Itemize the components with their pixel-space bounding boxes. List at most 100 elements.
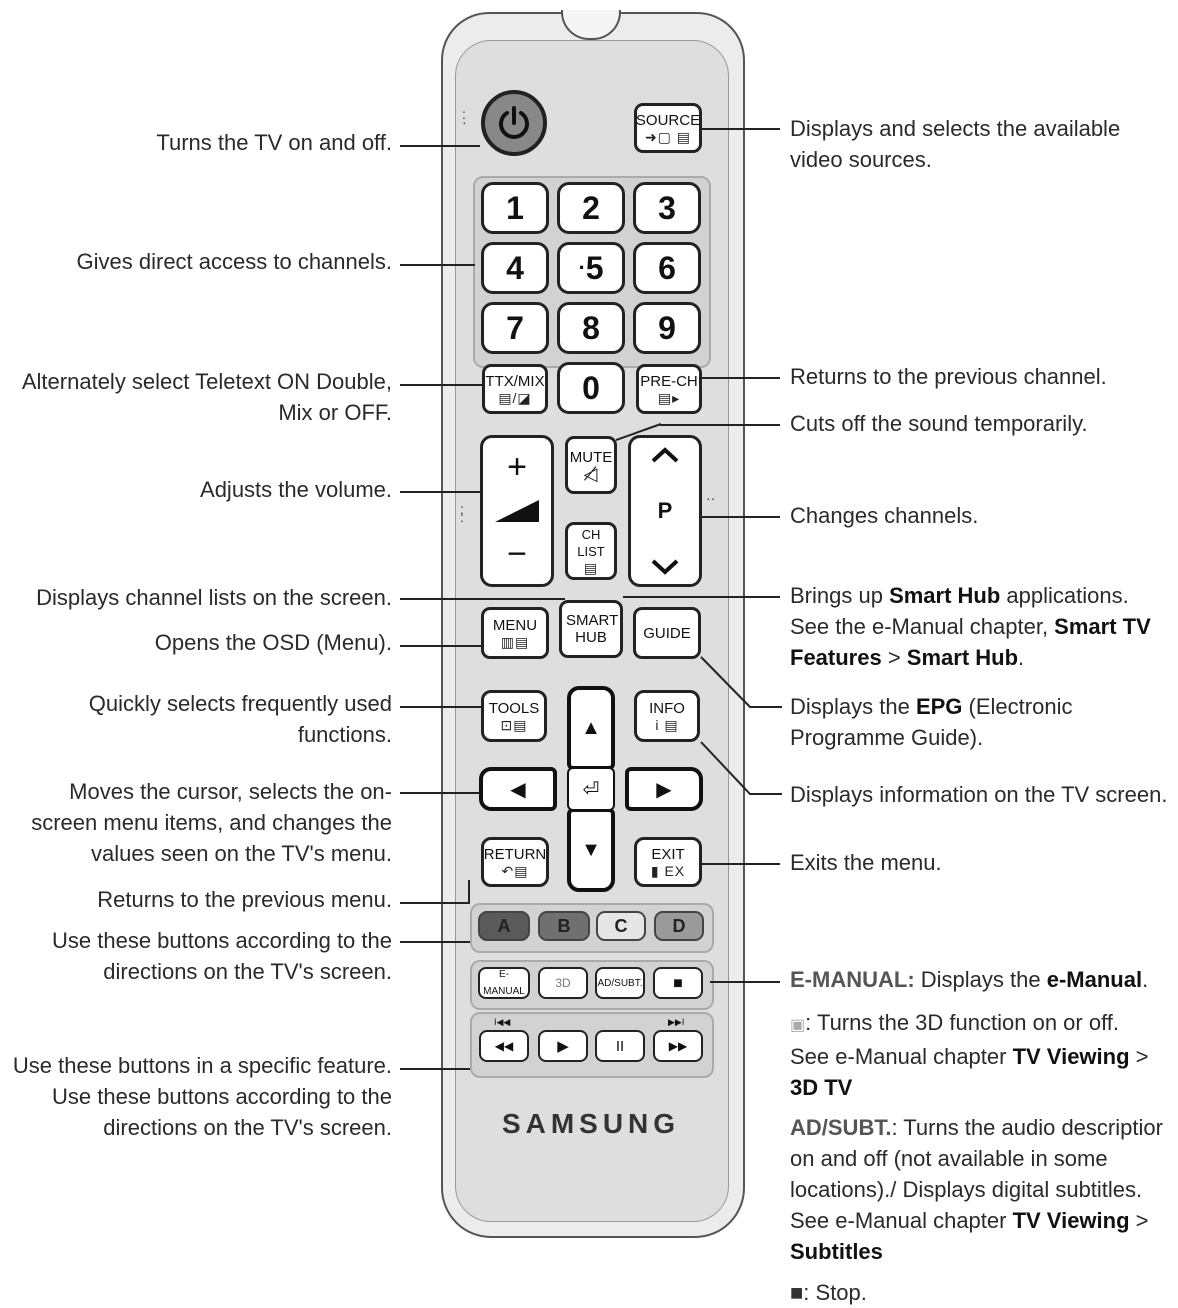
- channel-down-icon[interactable]: [650, 558, 680, 576]
- channel-up-icon[interactable]: [650, 446, 680, 464]
- smart-hub-button[interactable]: SMART HUB: [559, 600, 623, 658]
- 3d-button[interactable]: 3D: [538, 967, 588, 999]
- pause-button[interactable]: II: [595, 1030, 645, 1062]
- number-4-button[interactable]: 4: [481, 242, 549, 294]
- leader-line: [702, 516, 780, 518]
- leader-line: [400, 145, 480, 147]
- label-cursor: Moves the cursor, selects the on- screen…: [31, 779, 392, 866]
- label-prech: Returns to the previous channel.: [790, 364, 1107, 389]
- return-button[interactable]: RETURN ↶▤: [481, 837, 549, 887]
- stop-button[interactable]: ■: [653, 967, 703, 999]
- nav-left-button[interactable]: ◀: [479, 767, 557, 811]
- leader-line: [702, 377, 780, 379]
- label-e-manual: E-MANUAL: Displays the e-Manual.: [790, 967, 1149, 992]
- nav-enter-button[interactable]: ⏎: [567, 767, 615, 811]
- menu-button[interactable]: MENU ▥▤: [481, 607, 549, 659]
- label-ttx: Alternately select Teletext ON Double, M…: [21, 369, 392, 425]
- braille-dots: ··: [706, 490, 716, 506]
- play-button[interactable]: ▶: [538, 1030, 588, 1062]
- return-icon: ↶▤: [501, 862, 529, 879]
- nav-up-button[interactable]: ▲: [567, 686, 615, 770]
- label-epg: Displays the EPG (Electronic Programme G…: [790, 694, 1073, 750]
- label-smart-hub: Brings up Smart Hub applications. See th…: [790, 583, 1151, 670]
- volume-icon: [495, 500, 539, 522]
- info-button[interactable]: INFO i ▤: [634, 690, 700, 742]
- source-button[interactable]: SOURCE ➜▢ ▤: [634, 103, 702, 153]
- leader-line: [400, 598, 565, 600]
- leader-line: [400, 706, 481, 708]
- leader-line: [400, 792, 479, 794]
- exit-button[interactable]: EXIT ▮ EX: [634, 837, 702, 887]
- number-3-button[interactable]: 3: [633, 182, 701, 234]
- leader-line: [700, 656, 782, 708]
- number-7-button[interactable]: 7: [481, 302, 549, 354]
- ttx-mix-button[interactable]: TTX/MIX ▤/◪: [482, 364, 548, 414]
- pre-ch-button[interactable]: PRE-CH ▤▸: [636, 364, 702, 414]
- label-exit: Exits the menu.: [790, 850, 942, 875]
- power-icon: [499, 106, 529, 139]
- ad-subt-button[interactable]: AD/SUBT.: [595, 967, 645, 999]
- enter-icon: ⏎: [582, 778, 600, 801]
- mute-icon: ◁̸: [583, 463, 599, 484]
- braille-dots: :·: [462, 106, 467, 130]
- leader-line: [710, 981, 780, 983]
- 3d-icon: ▣: [790, 1017, 806, 1034]
- next-icon: ▶▶I: [668, 1017, 685, 1027]
- label-numbers: Gives direct access to channels.: [76, 249, 392, 274]
- label-media: Use these buttons in a specific feature.…: [12, 1053, 392, 1140]
- leader-line: [400, 1068, 470, 1070]
- number-0-button[interactable]: 0: [557, 362, 625, 414]
- number-6-button[interactable]: 6: [633, 242, 701, 294]
- fast-forward-icon: ▶▶: [668, 1038, 688, 1053]
- number-8-button[interactable]: 8: [557, 302, 625, 354]
- tools-icon: ⊡▤: [500, 716, 528, 733]
- fast-forward-button[interactable]: ▶▶: [653, 1030, 703, 1062]
- color-b-button[interactable]: B: [538, 911, 590, 941]
- leader-line: [400, 902, 470, 904]
- label-return: Returns to the previous menu.: [97, 887, 392, 912]
- 3d-icon: 3D: [555, 975, 571, 990]
- nav-down-button[interactable]: ▼: [567, 808, 615, 892]
- leader-line: [400, 384, 482, 386]
- label-stop: ■: Stop.: [790, 1280, 867, 1305]
- number-9-button[interactable]: 9: [633, 302, 701, 354]
- info-icon: i ▤: [655, 716, 679, 733]
- leader-line: [400, 491, 480, 493]
- leader-line: [623, 596, 780, 598]
- volume-up[interactable]: +: [507, 448, 527, 486]
- pause-icon: II: [615, 1037, 625, 1055]
- pre-ch-icon: ▤▸: [657, 389, 681, 406]
- number-2-button[interactable]: 2: [557, 182, 625, 234]
- nav-right-button[interactable]: ▶: [625, 767, 703, 811]
- label-ad-subt: AD/SUBT.: Turns the audio descriptior on…: [790, 1115, 1163, 1264]
- rewind-button[interactable]: ◀◀: [479, 1030, 529, 1062]
- leader-line: [468, 880, 470, 904]
- label-source: Displays and selects the available video…: [790, 116, 1121, 172]
- color-c-button[interactable]: C: [596, 911, 646, 941]
- mute-button[interactable]: MUTE ◁̸: [565, 436, 617, 494]
- label-channels: Changes channels.: [790, 503, 979, 528]
- ch-list-icon: ▤: [583, 560, 599, 576]
- source-icon: ➜▢ ▤: [644, 128, 692, 145]
- volume-rocker[interactable]: + −: [480, 435, 554, 587]
- ch-list-button[interactable]: CH LIST ▤: [565, 522, 617, 580]
- tools-button[interactable]: TOOLS ⊡▤: [481, 690, 547, 742]
- label-mute: Cuts off the sound temporarily.: [790, 411, 1088, 436]
- guide-button[interactable]: GUIDE: [633, 607, 701, 659]
- leader-line: [660, 424, 780, 426]
- e-manual-button[interactable]: E-MANUAL: [478, 967, 530, 999]
- teletext-icon: ▤/◪: [498, 389, 532, 406]
- power-button[interactable]: [481, 90, 547, 156]
- play-icon: ▶: [557, 1037, 569, 1055]
- label-power: Turns the TV on and off.: [156, 130, 392, 155]
- volume-down[interactable]: −: [507, 535, 527, 573]
- leader-line: [400, 941, 470, 943]
- leader-line: [616, 423, 662, 441]
- number-5-button[interactable]: ·5: [557, 242, 625, 294]
- label-volume: Adjusts the volume.: [200, 477, 392, 502]
- samsung-logo: SAMSUNG: [501, 1108, 681, 1139]
- color-d-button[interactable]: D: [654, 911, 704, 941]
- number-1-button[interactable]: 1: [481, 182, 549, 234]
- color-a-button[interactable]: A: [478, 911, 530, 941]
- channel-rocker[interactable]: P: [628, 435, 702, 587]
